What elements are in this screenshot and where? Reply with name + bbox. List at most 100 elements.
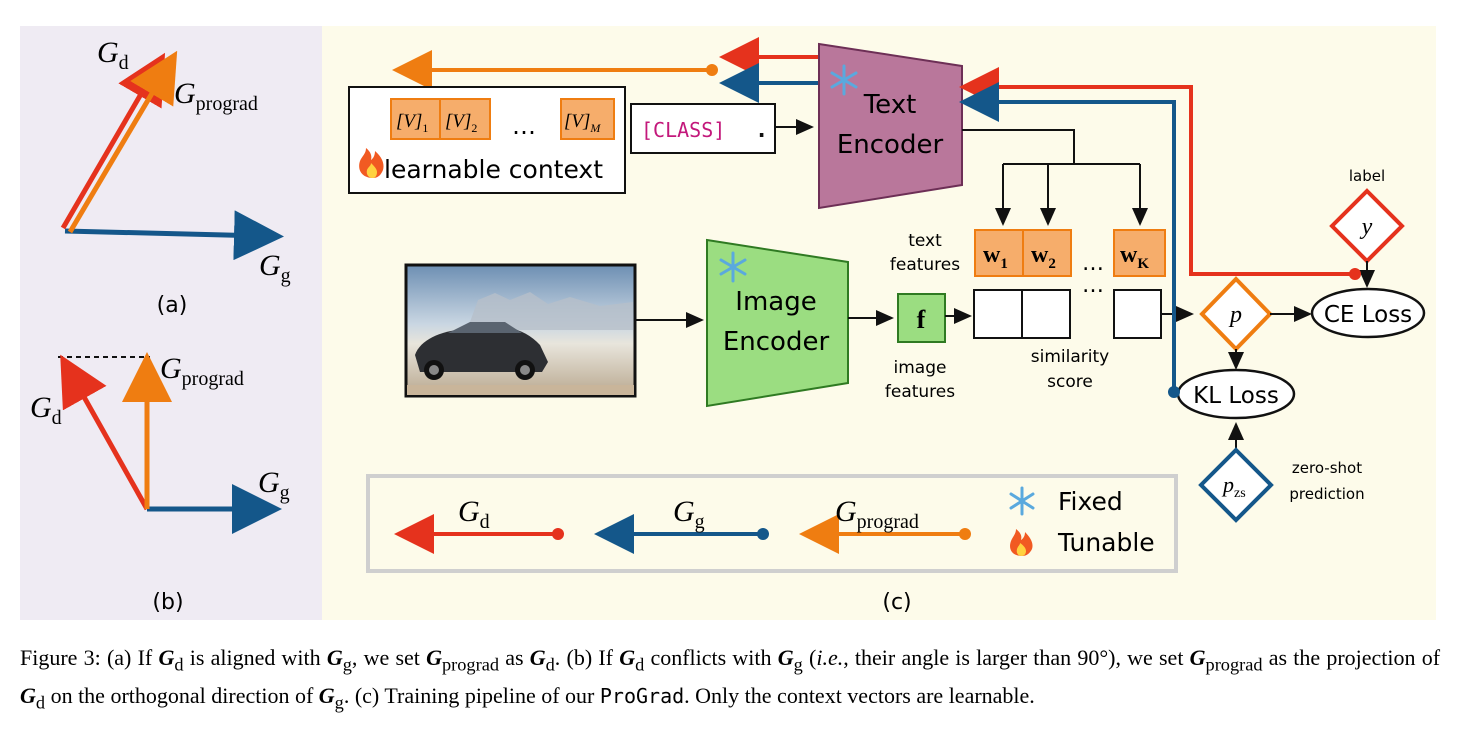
panel-a: Gd Gprograd Gg (a) [60, 36, 291, 318]
learnable-context-label: learnable context [384, 155, 603, 184]
text-encoder-label-line1: Text [863, 90, 917, 120]
caption-text: on the orthogonal direction of [50, 683, 314, 709]
caption-figure-number: Figure 3: [20, 645, 101, 670]
context-token-m [560, 98, 615, 140]
context-token-2 [439, 98, 491, 140]
text-encoder-output-line [962, 129, 1075, 164]
text-encoder-label-line2: Encoder [837, 130, 944, 160]
panel-a-g-g-arrow [64, 210, 284, 261]
similarity-box-k [1113, 289, 1162, 339]
input-car-image [404, 263, 637, 398]
image-features-label-line2: features [885, 382, 955, 402]
caption-text: is aligned with [189, 645, 321, 670]
context-token-2-label: [V]2 [445, 111, 477, 135]
caption-ie: i.e. [816, 645, 844, 670]
caption-symbol: G [158, 645, 175, 670]
zero-shot-pzs-label: pzs [1221, 472, 1246, 501]
legend-fixed-label: Fixed [1058, 487, 1123, 516]
image-feature-label: f [917, 305, 926, 334]
kl-loss-gradient-path [959, 82, 1176, 392]
ce-loss-gradient-path [959, 67, 1355, 276]
weight-w1-label: w1 [983, 242, 1008, 272]
caption-sub: d [35, 692, 46, 713]
image-feature-box [897, 293, 946, 343]
legend-g-d-dot [552, 528, 564, 540]
caption-sub: d [174, 654, 184, 675]
similarity-box-2 [1021, 289, 1071, 339]
caption-text: ( [809, 645, 817, 670]
caption-text: as the projection of [1268, 645, 1441, 670]
weight-box-w2 [1022, 229, 1072, 277]
caption-sub: d [545, 654, 555, 675]
image-encoder-label-line1: Image [735, 287, 816, 317]
weight-w2-label: w2 [1031, 242, 1056, 272]
figure-canvas: Gd Gprograd Gg (a) Gd Gprograd Gg (b) [V… [20, 26, 1436, 620]
legend-g-prograd-dot [959, 528, 971, 540]
panel-b-g-d-arrow [60, 354, 150, 511]
caption-text: . Only the context vectors are learnable… [684, 683, 1035, 709]
text-encoder-block [818, 42, 963, 210]
text-features-label-line2: features [890, 255, 960, 275]
similarity-label-line1: similarity [1031, 347, 1109, 367]
context-ellipsis: … [512, 112, 536, 140]
fire-icon [1010, 529, 1033, 556]
panel-b-g-g-label: Gg [258, 466, 290, 504]
ce-loss-node [1310, 287, 1426, 339]
caption-symbol: G [318, 683, 335, 709]
prediction-p-label: p [1228, 302, 1242, 328]
context-token-1-label: [V]1 [396, 111, 428, 135]
kl-loss-label: KL Loss [1193, 383, 1279, 409]
caption-symbol: G [529, 645, 546, 670]
caption-text: . (b) If [554, 645, 613, 670]
caption-symbol: G [426, 645, 442, 670]
panel-a-caption-label: (a) [157, 293, 188, 318]
panel-ab-background [20, 26, 322, 620]
panel-a-g-prograd-label: Gprograd [174, 77, 258, 115]
class-token-label: [CLASS] [641, 118, 725, 142]
panel-b-g-d-label: Gd [30, 391, 62, 429]
zero-shot-label-line1: zero-shot [1292, 459, 1362, 477]
snowflake-icon [830, 64, 858, 96]
legend-box [366, 474, 1178, 573]
panel-c-caption-label: (c) [882, 590, 911, 615]
kl-loss-gradient-dot [1168, 386, 1180, 398]
label-y-text: y [1360, 214, 1373, 240]
caption-text: . (c) Training pipeline of our [343, 683, 595, 709]
legend-g-d-label: Gd [458, 495, 490, 533]
panel-b-g-prograd-label: Gprograd [160, 352, 244, 390]
weight-box-wk [1113, 229, 1166, 277]
panel-a-g-g-label: Gg [259, 249, 291, 287]
caption-sub: g [342, 654, 352, 675]
caption-symbol: G [20, 683, 36, 709]
caption-sub: g [334, 692, 344, 713]
caption-sub: prograd [1205, 654, 1263, 675]
image-encoder-label-line2: Encoder [723, 327, 830, 357]
class-token-dot: . [755, 118, 768, 143]
caption-text: , their angle is larger than 90°), we se… [843, 645, 1184, 670]
context-token-m-label: [V]M [564, 111, 601, 135]
caption-symbol: G [1189, 645, 1206, 670]
class-token-box [630, 103, 776, 154]
fire-icon [359, 148, 384, 178]
figure-caption: Figure 3: (a) If Gd is aligned with Gg, … [20, 642, 1440, 719]
prograd-output-dot [706, 64, 718, 76]
panel-a-g-d-label: Gd [97, 36, 129, 74]
legend-g-prograd-label: Gprograd [835, 495, 919, 533]
snowflake-icon [1009, 486, 1035, 516]
caption-text: (a) If [106, 645, 153, 670]
caption-text: conflicts with [650, 645, 772, 670]
caption-text: , we set [351, 645, 420, 670]
caption-method-name: ProGrad [599, 684, 685, 709]
image-features-label-line1: image [894, 358, 947, 378]
similarity-box-1 [973, 289, 1023, 339]
weight-wk-label: wK [1120, 242, 1149, 272]
ce-loss-label: CE Loss [1324, 302, 1412, 328]
legend-tunable-label: Tunable [1057, 528, 1155, 557]
panel-b: Gd Gprograd Gg (b) [30, 352, 290, 615]
panel-a-g-prograd-arrow [67, 50, 178, 234]
similarity-label-line2: score [1047, 372, 1093, 392]
label-text: label [1349, 167, 1385, 185]
weights-ellipsis-2: … [1082, 273, 1104, 298]
image-encoder-block [706, 238, 849, 408]
legend-g-g-label: Gg [673, 495, 705, 533]
